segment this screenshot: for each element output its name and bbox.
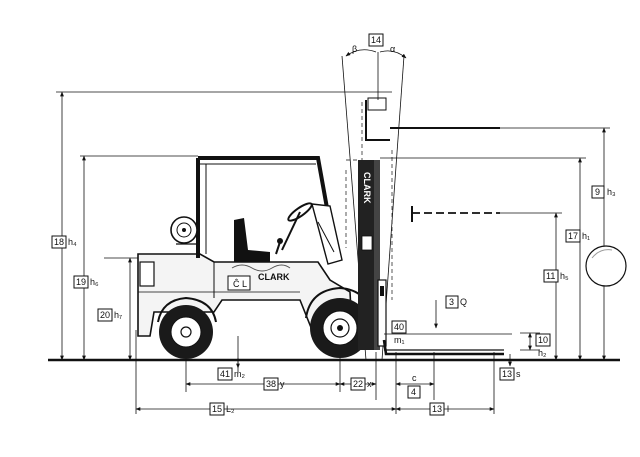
svg-text:3: 3 xyxy=(449,297,454,307)
label-alpha: α xyxy=(390,44,395,54)
svg-text:40: 40 xyxy=(394,322,404,332)
body-badge: Ĉ L xyxy=(233,279,247,289)
mast xyxy=(358,160,378,350)
label-c: c xyxy=(412,373,417,383)
svg-text:h₁: h₁ xyxy=(582,231,590,241)
front-wheel xyxy=(305,286,373,358)
svg-text:38: 38 xyxy=(266,379,276,389)
label-22-x: 22 x xyxy=(350,377,372,391)
label-13-l: 13 l xyxy=(429,402,449,416)
svg-text:y: y xyxy=(280,379,285,389)
label-41-m2: 41 m₂ xyxy=(217,367,245,381)
label-15-l2: 15 L₂ xyxy=(209,402,235,416)
svg-text:L₂: L₂ xyxy=(226,404,235,414)
label-40-m1: 40 m₁ xyxy=(391,320,407,345)
svg-text:20: 20 xyxy=(100,310,110,320)
load-sphere xyxy=(585,245,627,287)
forklift: Ĉ L CLARK xyxy=(137,156,512,359)
label-10-h2: 10 h₂ xyxy=(535,333,551,358)
svg-text:19: 19 xyxy=(76,277,86,287)
svg-text:l: l xyxy=(447,404,449,414)
label-17-h1: 17 h₁ xyxy=(565,229,590,243)
svg-text:22: 22 xyxy=(353,379,363,389)
svg-text:m₂: m₂ xyxy=(234,369,245,379)
svg-text:17: 17 xyxy=(568,231,578,241)
svg-text:13: 13 xyxy=(432,404,442,414)
svg-text:h₅: h₅ xyxy=(560,271,569,281)
svg-text:14: 14 xyxy=(371,35,381,45)
svg-text:h₆: h₆ xyxy=(90,277,99,287)
label-20-h7: 20 h₇ xyxy=(97,308,122,322)
svg-text:4: 4 xyxy=(411,387,416,397)
label-4: 4 xyxy=(407,385,421,399)
svg-text:15: 15 xyxy=(212,404,222,414)
body-badge-plate xyxy=(227,275,251,291)
rear-wheel xyxy=(157,296,217,359)
svg-text:Q: Q xyxy=(460,297,467,307)
label-14: 14 xyxy=(368,33,384,47)
mast-brand: CLARK xyxy=(362,172,372,204)
svg-text:h₇: h₇ xyxy=(114,310,122,320)
svg-text:x: x xyxy=(367,379,372,389)
label-19-h6: 19 h₆ xyxy=(73,275,99,289)
svg-text:9: 9 xyxy=(595,187,600,197)
raised-fork-positions xyxy=(345,97,500,300)
svg-text:18: 18 xyxy=(54,237,64,247)
svg-text:10: 10 xyxy=(538,335,548,345)
svg-text:13: 13 xyxy=(502,369,512,379)
label-38-y: 38 y xyxy=(263,377,285,391)
label-3-q: 3 Q xyxy=(445,295,467,309)
label-13-s: 13 s xyxy=(499,367,521,381)
label-9-h3: 9 h₃ xyxy=(591,185,616,199)
svg-text:h₄: h₄ xyxy=(68,237,77,247)
label-18-h4: 18 h₄ xyxy=(51,235,77,249)
svg-text:11: 11 xyxy=(546,271,555,281)
svg-text:h₃: h₃ xyxy=(607,187,616,197)
svg-text:h₂: h₂ xyxy=(538,348,547,358)
svg-text:m₁: m₁ xyxy=(394,335,405,345)
svg-text:41: 41 xyxy=(220,369,230,379)
svg-text:s: s xyxy=(516,369,521,379)
body-brand: CLARK xyxy=(258,272,290,282)
label-beta: β xyxy=(352,44,357,54)
label-11-h5: 11 h₅ xyxy=(543,269,569,283)
